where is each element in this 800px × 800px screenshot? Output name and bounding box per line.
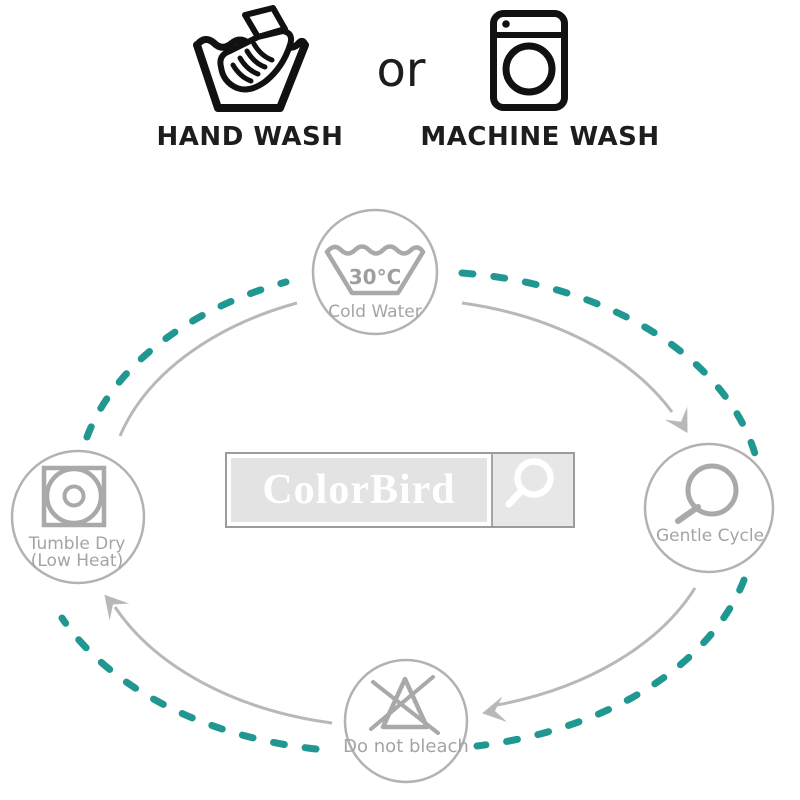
cycle-arrowheads [104,406,688,723]
tumble-dry-label-line1: Tumble Dry [28,534,126,554]
cold-water-node [311,208,439,336]
dashed-arc-bottom-right [473,576,748,750]
dashed-arc-top-right [458,269,761,465]
tumble-dry-label-line2: (Low Heat) [31,551,123,571]
hand-wash-icon [185,5,310,121]
hand-wash-label: HAND WASH [156,122,344,152]
or-label: or [376,42,426,98]
watermark-text-cell: ColorBird [227,454,491,526]
watermark-box: ColorBird [225,452,575,528]
dashed-arc-bottom-left [58,614,320,753]
dashed-arc-top-left [83,278,290,441]
cycle-arrow-ring [113,301,697,725]
arrowhead-to-tumble-dry [104,594,130,621]
gentle-cycle-node [643,442,775,574]
gentle-cycle-icon [675,463,739,524]
cold-water-temp: 30°C [349,265,402,289]
search-icon [493,454,573,526]
machine-wash-icon [489,9,569,116]
arrow-arc-bottom-left [113,606,333,725]
gentle-cycle-label: Gentle Cycle [656,526,764,546]
do-not-bleach-label: Do not bleach [343,736,469,757]
machine-wash-label: MACHINE WASH [420,122,660,152]
arrow-arc-bottom-right [496,587,697,707]
brand-name: ColorBird [231,458,487,522]
tumble-dry-icon [41,465,107,528]
arrowhead-to-gentle-cycle [664,406,688,434]
arrowhead-to-do-not-bleach [482,696,508,723]
arrow-arc-top-left [118,301,298,437]
watermark-divider [491,454,493,526]
cold-water-label: Cold Water [328,302,421,322]
cycle-dashed-ring [58,269,761,753]
do-not-bleach-node [343,658,469,784]
cold-water-icon [324,244,426,296]
do-not-bleach-icon [369,675,440,735]
arrow-arc-top-right [461,301,674,413]
